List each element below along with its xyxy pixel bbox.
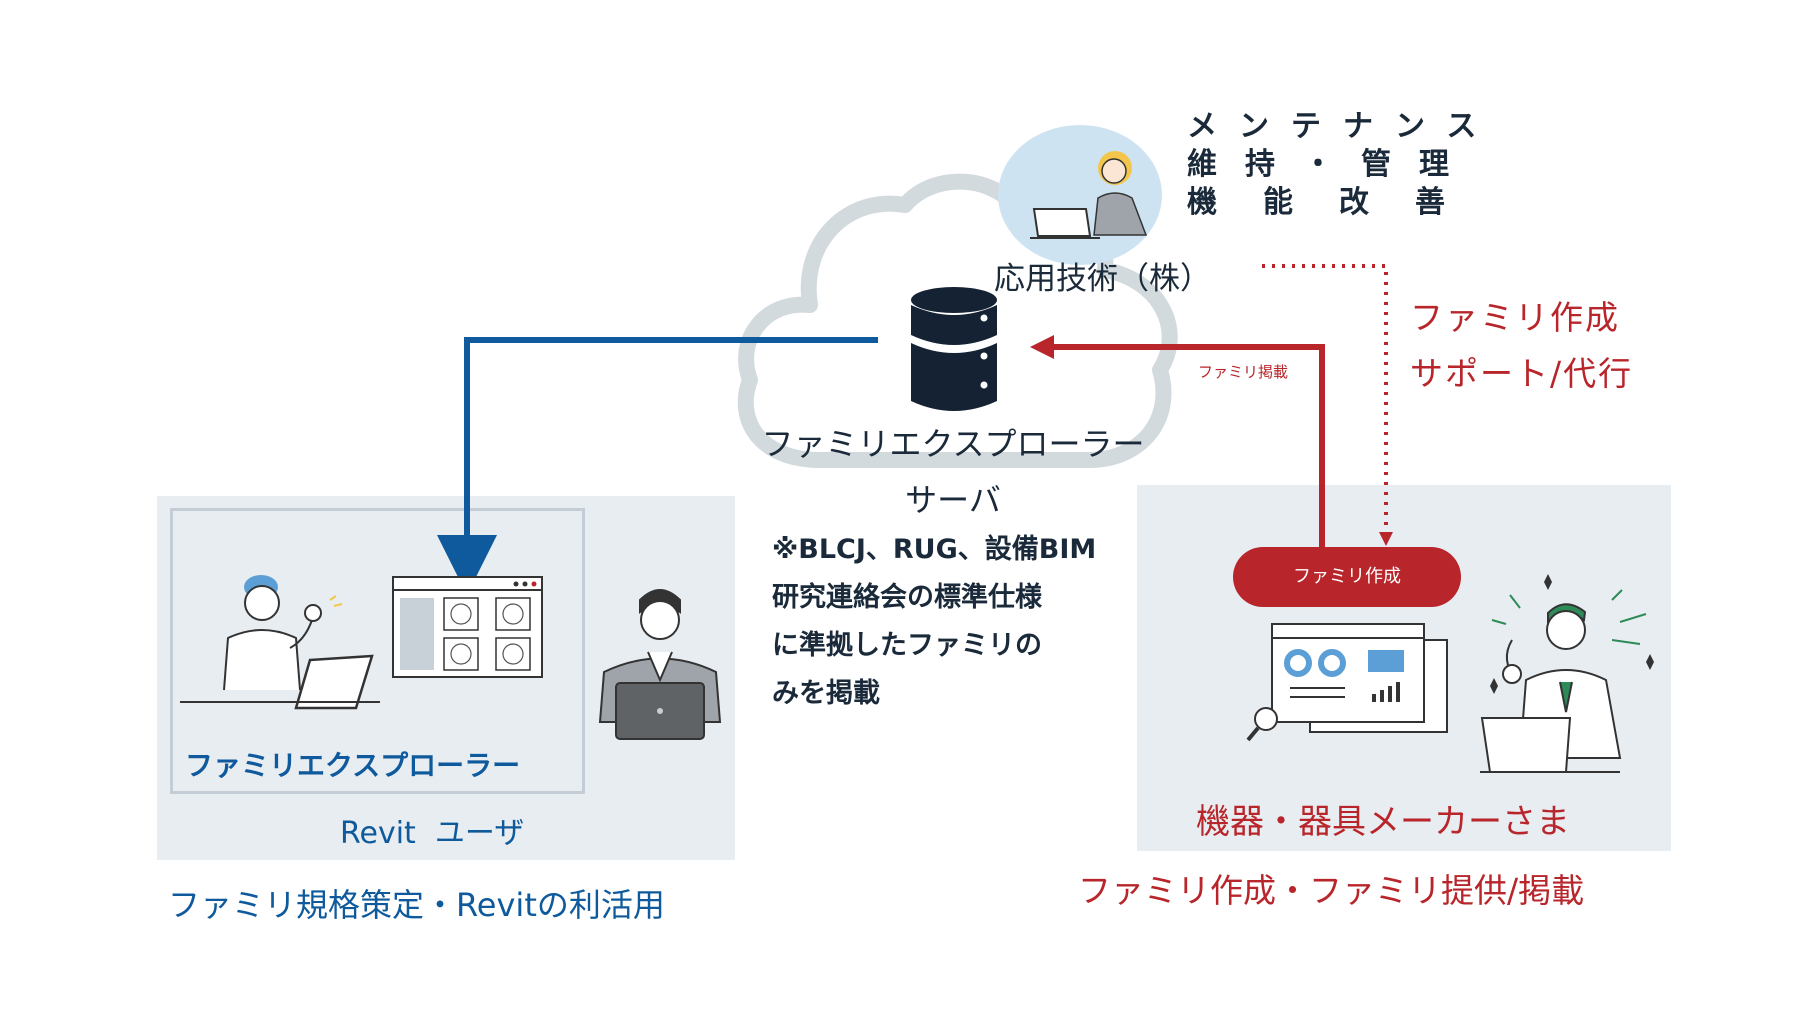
note-line1: ※BLCJ、RUG、設備BIM bbox=[772, 534, 1097, 565]
maintenance-line2: 維持・管理 bbox=[1187, 147, 1477, 182]
left-caption: ファミリ規格策定・Revitの利活用 bbox=[168, 886, 665, 924]
company-label: 応用技術（株） bbox=[994, 261, 1211, 297]
blue-flow-arrow bbox=[437, 337, 878, 595]
database-icon bbox=[911, 287, 997, 411]
revit-user-label: Revit ユーザ bbox=[340, 816, 525, 851]
businessman-illustration bbox=[598, 589, 722, 740]
support-line2: サポート/代行 bbox=[1410, 354, 1634, 393]
maker-illustration bbox=[1480, 574, 1654, 773]
family-create-pill: ファミリ作成 bbox=[1233, 547, 1461, 607]
dashboard-illustration bbox=[1246, 623, 1448, 742]
server-line1: ファミリエクスプローラー bbox=[761, 425, 1145, 463]
left-app-frame bbox=[170, 508, 585, 794]
support-text: ファミリ作成 サポート/代行 bbox=[1410, 290, 1633, 402]
publish-label: ファミリ掲載 bbox=[1198, 363, 1289, 381]
maintenance-text: メンテナンス 維持・管理 機能改善 bbox=[1187, 108, 1498, 222]
cloud-icon bbox=[737, 173, 1178, 468]
red-publish-arrow bbox=[1050, 344, 1325, 550]
maintenance-line1: メンテナンス bbox=[1187, 109, 1499, 144]
operator-icon bbox=[1030, 151, 1148, 239]
note-line2: 研究連絡会の標準仕様 bbox=[772, 582, 1042, 613]
browser-window-illustration bbox=[392, 576, 543, 678]
maintenance-line3: 機能改善 bbox=[1187, 185, 1491, 220]
right-caption: ファミリ作成・ファミリ提供/掲載 bbox=[1078, 871, 1585, 910]
standard-note: ※BLCJ、RUG、設備BIM 研究連絡会の標準仕様 に準拠したファミリの みを… bbox=[772, 526, 1096, 718]
red-arrowhead bbox=[1030, 335, 1054, 359]
support-line1: ファミリ作成 bbox=[1410, 298, 1620, 337]
server-label: ファミリエクスプローラー サーバ bbox=[728, 416, 1178, 528]
note-line4: みを掲載 bbox=[772, 678, 880, 709]
operator-bubble bbox=[998, 125, 1162, 265]
dotted-arrowhead bbox=[1379, 532, 1393, 546]
note-line3: に準拠したファミリの bbox=[772, 630, 1042, 661]
maker-label: 機器・器具メーカーさま bbox=[1196, 802, 1570, 842]
app-label: ファミリエクスプローラー bbox=[185, 749, 521, 782]
revit-user-illustration bbox=[180, 575, 380, 710]
dotted-support-line bbox=[1262, 264, 1388, 534]
server-line2: サーバ bbox=[905, 481, 1001, 519]
